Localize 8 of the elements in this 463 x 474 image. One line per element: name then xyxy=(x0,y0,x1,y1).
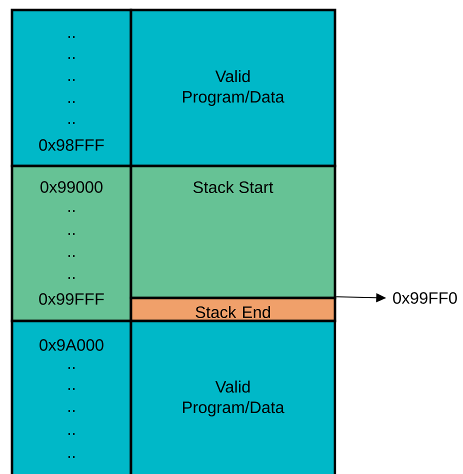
memory-region-box: Valid Program/Data xyxy=(130,320,336,474)
address-cell: .. .. .. .. .. 0x98FFF xyxy=(10,8,132,168)
address-cell: 0x99000 .. .. .. .. 0x99FFF xyxy=(10,164,132,322)
memory-region-box: Stack Start xyxy=(130,164,336,300)
address-label: 0x99FF0 xyxy=(393,292,457,304)
address-cell: 0x9A000 .. .. .. .. .. xyxy=(10,320,132,474)
memory-region-box: Valid Program/Data xyxy=(130,8,336,168)
memory-region-box: Stack End xyxy=(130,296,336,322)
